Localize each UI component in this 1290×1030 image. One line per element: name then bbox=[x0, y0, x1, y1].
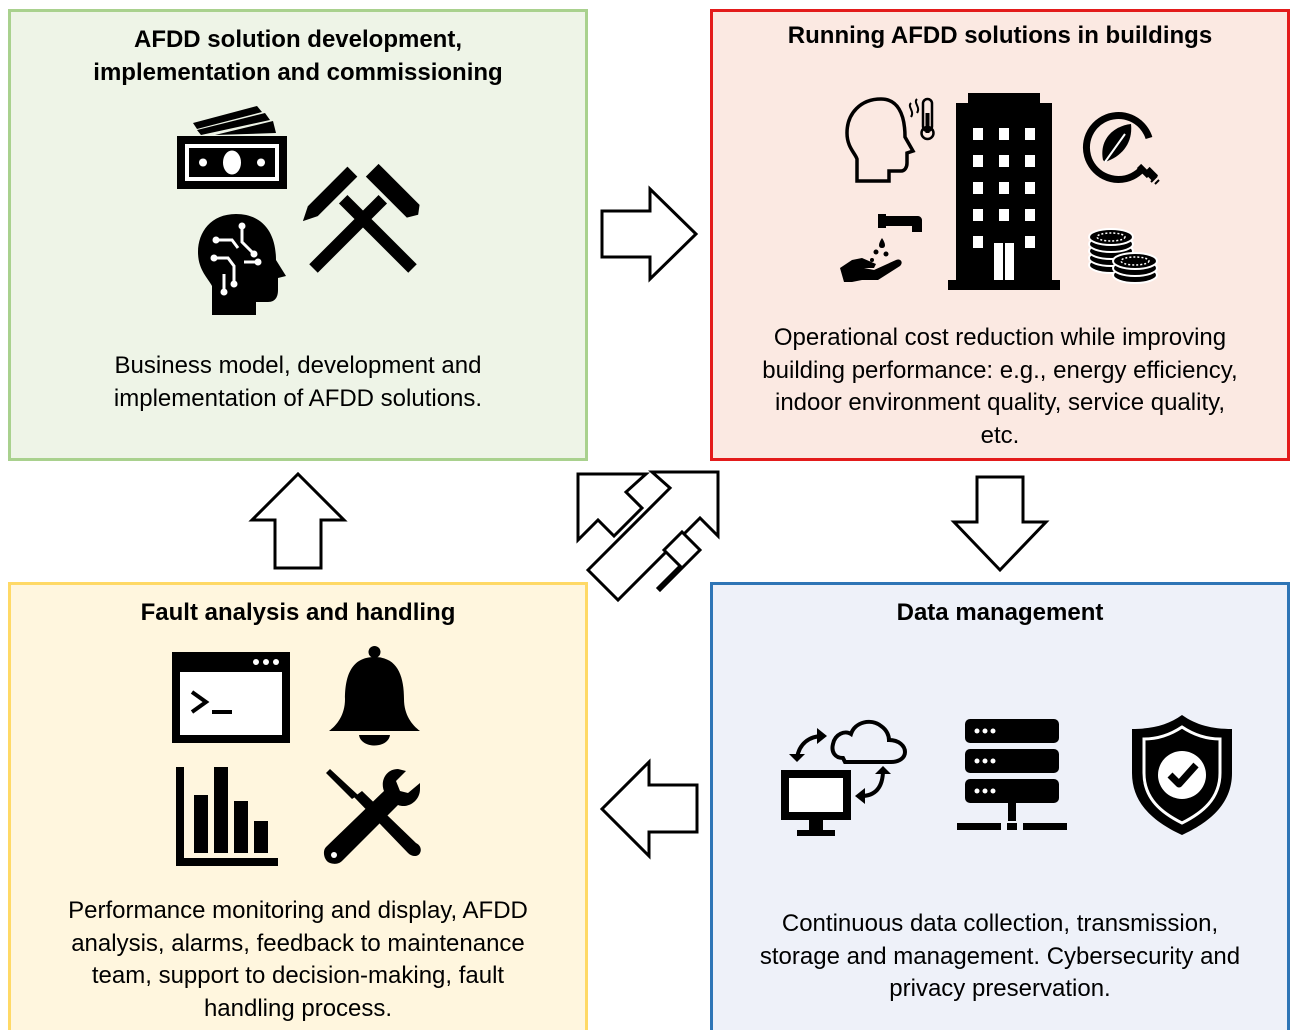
desc-line: implementation of AFDD solutions. bbox=[113, 384, 483, 412]
arrow-data-to-fault bbox=[599, 758, 699, 860]
building-icon bbox=[948, 93, 1060, 290]
panel-data-title: Data management bbox=[896, 599, 1104, 626]
green-energy-icon bbox=[1082, 112, 1160, 185]
panel-development: AFDD solution development, implementatio… bbox=[8, 9, 588, 461]
desc-line: etc. bbox=[980, 421, 1020, 449]
comfort-head-icon bbox=[845, 97, 935, 183]
arrow-fault-to-dev bbox=[248, 471, 348, 570]
money-icon bbox=[177, 106, 287, 189]
desc-line: handling process. bbox=[203, 994, 393, 1022]
desc-line: Continuous data collection, transmission… bbox=[781, 910, 1219, 937]
panel-development-description: Business model, development and implemen… bbox=[11, 350, 585, 415]
arrow-dev-to-run bbox=[600, 185, 699, 283]
terminal-icon bbox=[172, 652, 290, 743]
title-line: implementation and commissioning bbox=[93, 59, 503, 86]
desc-line: team, support to decision-making, fault bbox=[91, 962, 505, 989]
desc-line: building performance: e.g., energy effic… bbox=[762, 356, 1238, 384]
desc-line: indoor environment quality, service qual… bbox=[775, 389, 1225, 416]
coins-icon bbox=[1088, 228, 1158, 284]
panel-running-title: Running AFDD solutions in buildings bbox=[787, 22, 1213, 49]
server-icon bbox=[957, 719, 1067, 830]
ai-head-icon bbox=[198, 214, 286, 315]
arrow-double-diagonal bbox=[576, 470, 720, 603]
water-hand-icon bbox=[840, 214, 922, 282]
shield-check-icon bbox=[1132, 715, 1232, 835]
panel-development-title: AFDD solution development, implementatio… bbox=[11, 23, 585, 89]
desc-line: analysis, alarms, feedback to maintenanc… bbox=[71, 929, 525, 957]
desc-line: storage and management. Cybersecurity an… bbox=[759, 942, 1241, 970]
desc-line: privacy preservation. bbox=[889, 975, 1111, 1002]
panel-fault-description: Performance monitoring and display, AFDD… bbox=[11, 895, 585, 1025]
title-line: AFDD solution development, bbox=[133, 26, 462, 53]
bell-icon bbox=[329, 646, 420, 746]
cloud-sync-icon bbox=[781, 719, 908, 836]
arrow-run-to-data bbox=[950, 475, 1050, 573]
panel-data-description: Continuous data collection, transmission… bbox=[713, 908, 1287, 1006]
tools-icon bbox=[323, 769, 421, 864]
panel-fault-title: Fault analysis and handling bbox=[140, 599, 456, 626]
bar-chart-icon bbox=[176, 767, 278, 866]
panel-fault: Fault analysis and handling Performance … bbox=[8, 582, 588, 1030]
desc-line: Operational cost reduction while improvi… bbox=[773, 324, 1227, 351]
panel-running-description: Operational cost reduction while improvi… bbox=[713, 322, 1287, 452]
desc-line: Performance monitoring and display, AFDD bbox=[68, 897, 528, 924]
hammers-icon bbox=[302, 163, 420, 273]
desc-line: Business model, development and bbox=[114, 352, 482, 379]
